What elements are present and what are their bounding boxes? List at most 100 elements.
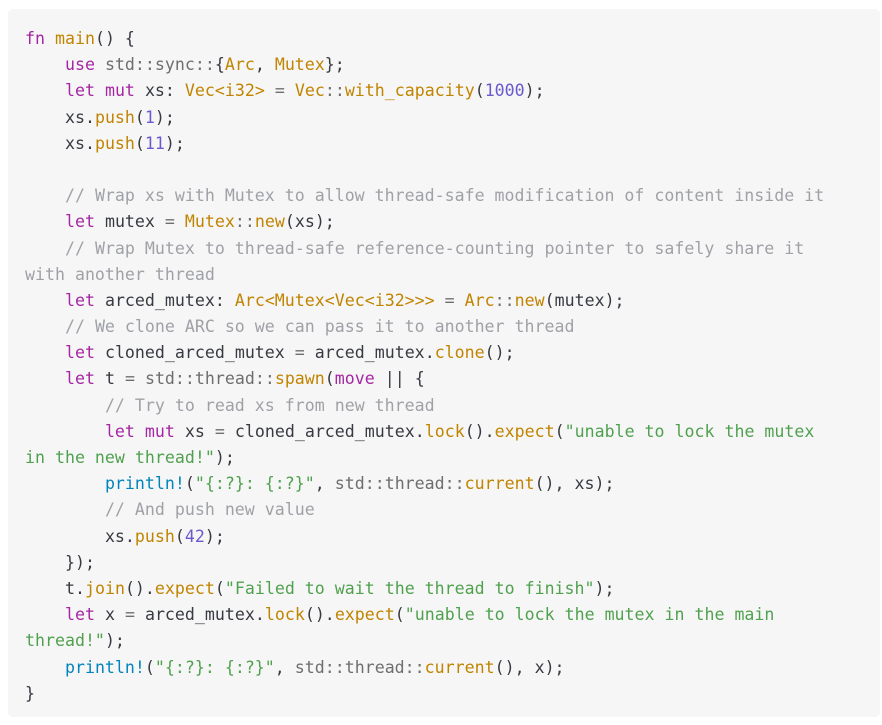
code-token <box>25 422 105 441</box>
code-token: join <box>84 578 125 598</box>
code-token <box>155 212 165 231</box>
code-token: xs <box>184 421 205 441</box>
code-token: let <box>64 290 95 310</box>
code-token: with another thread <box>25 264 215 284</box>
code-token: ( <box>394 605 405 625</box>
code-token: ( <box>554 421 565 441</box>
code-token: xs <box>64 133 85 153</box>
code-token: cloned_arced_mutex <box>234 421 415 441</box>
code-token: clone <box>434 343 485 363</box>
code-token: xs <box>574 474 595 494</box>
code-token: new <box>254 212 285 232</box>
code-token: Arc<Mutex<Vec<i32>>> <box>234 290 435 310</box>
code-token <box>115 605 125 624</box>
code-token: . <box>84 133 95 153</box>
code-token: = <box>274 81 285 101</box>
code-token: (), <box>494 657 535 677</box>
code-token: (). <box>124 578 155 598</box>
code-token: push <box>94 107 135 127</box>
code-token: ( <box>134 107 145 127</box>
code-token: arced_mutex <box>144 605 255 625</box>
code-line: with another thread <box>25 262 880 288</box>
code-token: println! <box>104 474 185 494</box>
code-token: Vec <box>294 81 325 101</box>
code-token: // Wrap Mutex to thread-safe reference-c… <box>64 238 805 258</box>
code-token: "Failed to wait the thread to finish" <box>224 578 595 598</box>
code-token <box>25 81 65 100</box>
code-token <box>135 369 145 388</box>
code-token: xs <box>144 81 165 101</box>
code-token <box>25 134 65 153</box>
code-token: std::sync:: <box>104 55 215 75</box>
code-token: ); <box>544 657 565 677</box>
code-token <box>95 343 105 362</box>
code-token: ( <box>324 369 335 389</box>
code-token <box>25 212 65 231</box>
code-token: 1000 <box>484 81 525 101</box>
code-token <box>25 527 105 546</box>
code-token: } <box>25 683 35 703</box>
code-token: "unable to lock the mutex in the main <box>404 605 775 625</box>
code-token: . <box>254 605 265 625</box>
code-token: spawn <box>274 369 325 389</box>
code-token: . <box>74 578 85 598</box>
code-token: () { <box>94 29 135 48</box>
code-token: std::thread:: <box>144 369 275 389</box>
code-token: x <box>534 657 545 677</box>
code-token: push <box>134 526 175 546</box>
code-token: // Try to read xs from new thread <box>104 395 435 415</box>
code-token: . <box>414 421 425 441</box>
code-token: . <box>84 107 95 127</box>
code-token: mut <box>144 421 175 441</box>
code-line: println!("{:?}: {:?}", std::thread::curr… <box>25 655 880 681</box>
code-token: thread!" <box>25 631 105 651</box>
code-token: println! <box>64 657 145 677</box>
code-token: = <box>444 290 455 310</box>
code-token: ); <box>604 290 625 310</box>
code-token <box>25 343 65 362</box>
code-line: let t = std::thread::spawn(move || { <box>25 366 880 392</box>
code-token <box>265 81 275 100</box>
code-token <box>25 605 65 624</box>
code-token <box>435 291 445 310</box>
code-token: ); <box>164 133 185 153</box>
code-token <box>25 291 65 310</box>
code-token: ( <box>144 657 155 677</box>
code-token: = <box>214 421 225 441</box>
code-token: expect <box>334 605 395 625</box>
code-token: 11 <box>144 133 165 153</box>
code-line: // Wrap Mutex to thread-safe reference-c… <box>25 236 880 262</box>
code-token: // And push new value <box>104 500 315 520</box>
code-line: xs.push(11); <box>25 131 880 157</box>
code-token: mutex <box>104 212 155 232</box>
code-token <box>45 29 55 48</box>
code-line: let cloned_arced_mutex = arced_mutex.clo… <box>25 340 880 366</box>
code-token: current <box>424 657 495 677</box>
code-line: ​ <box>25 157 880 183</box>
code-token: Arc <box>464 290 495 310</box>
code-token: ); <box>314 212 335 232</box>
code-token: 42 <box>184 526 205 546</box>
code-token: Arc <box>224 55 255 75</box>
code-line: in the new thread!"); <box>25 445 880 471</box>
code-token: lock <box>264 605 305 625</box>
code-token: expect <box>494 421 555 441</box>
code-line: println!("{:?}: {:?}", std::thread::curr… <box>25 471 880 497</box>
code-token: let <box>64 81 95 101</box>
code-token: ); <box>214 448 235 467</box>
code-line: let mut xs = cloned_arced_mutex.lock().e… <box>25 419 880 445</box>
code-token: , <box>254 55 275 75</box>
code-lines: fn main() { use std::sync::{Arc, Mutex};… <box>25 26 880 707</box>
code-token: = <box>164 212 175 232</box>
code-token: ( <box>284 212 295 232</box>
code-line: let mutex = Mutex::new(xs); <box>25 209 880 235</box>
code-token <box>305 343 315 362</box>
code-token <box>95 605 105 624</box>
code-token: let <box>64 605 95 625</box>
code-line: // Try to read xs from new thread <box>25 393 880 419</box>
code-token <box>25 186 65 205</box>
code-line: use std::sync::{Arc, Mutex}; <box>25 52 880 78</box>
code-token <box>95 369 105 388</box>
code-token: "unable to lock the mutex <box>564 421 815 441</box>
code-token: . <box>424 343 435 363</box>
